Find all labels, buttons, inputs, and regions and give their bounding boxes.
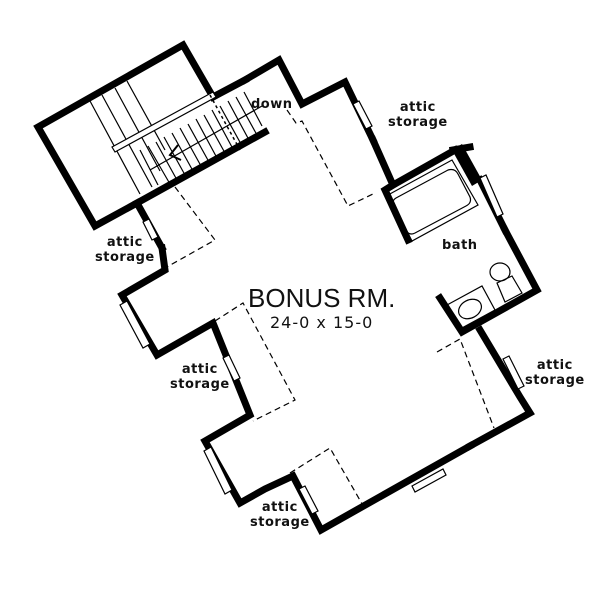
label-line: attic [536, 358, 573, 373]
exterior-walls [33, 40, 475, 535]
stair-down-label: down [251, 97, 293, 112]
handrail [111, 91, 217, 153]
attic-storage-bottom-label: attic storage [250, 500, 310, 530]
label-line: attic [106, 235, 143, 250]
attic-storage-left-mid-label: attic storage [170, 362, 230, 392]
label-line: attic [399, 100, 436, 115]
label-line: attic [261, 500, 298, 515]
vanity [446, 285, 496, 330]
room-name: BONUS RM. [248, 283, 396, 313]
window-right [502, 355, 525, 390]
label-line: storage [525, 373, 585, 388]
window-left-low [203, 446, 233, 495]
attic-storage-left-upper-label: attic storage [95, 235, 155, 265]
bathtub [387, 159, 479, 242]
label-line: storage [170, 377, 230, 392]
room-dimensions: 24-0 x 15-0 [270, 313, 374, 332]
attic-storage-top-label: attic storage [388, 100, 448, 130]
window-left [119, 300, 151, 349]
label-line: storage [388, 115, 448, 130]
stair-direction-arrow [168, 144, 182, 161]
window-left-mid [222, 354, 241, 382]
attic-storage-right-label: attic storage [525, 358, 585, 388]
label-line: attic [181, 362, 218, 377]
window-bottom [411, 468, 447, 493]
bath-label: bath [442, 238, 478, 253]
stair-walls [132, 75, 270, 208]
bath-wall-fill [452, 144, 482, 186]
knee-wall-lines [164, 109, 495, 510]
window-bath [479, 174, 504, 218]
label-line: storage [250, 515, 310, 530]
stair-treads [89, 80, 263, 195]
windows [119, 100, 525, 515]
window-top [352, 100, 373, 130]
window-bottom-left [298, 485, 319, 515]
toilet [489, 262, 523, 303]
label-line: storage [95, 250, 155, 265]
window-left-upper [142, 218, 159, 241]
